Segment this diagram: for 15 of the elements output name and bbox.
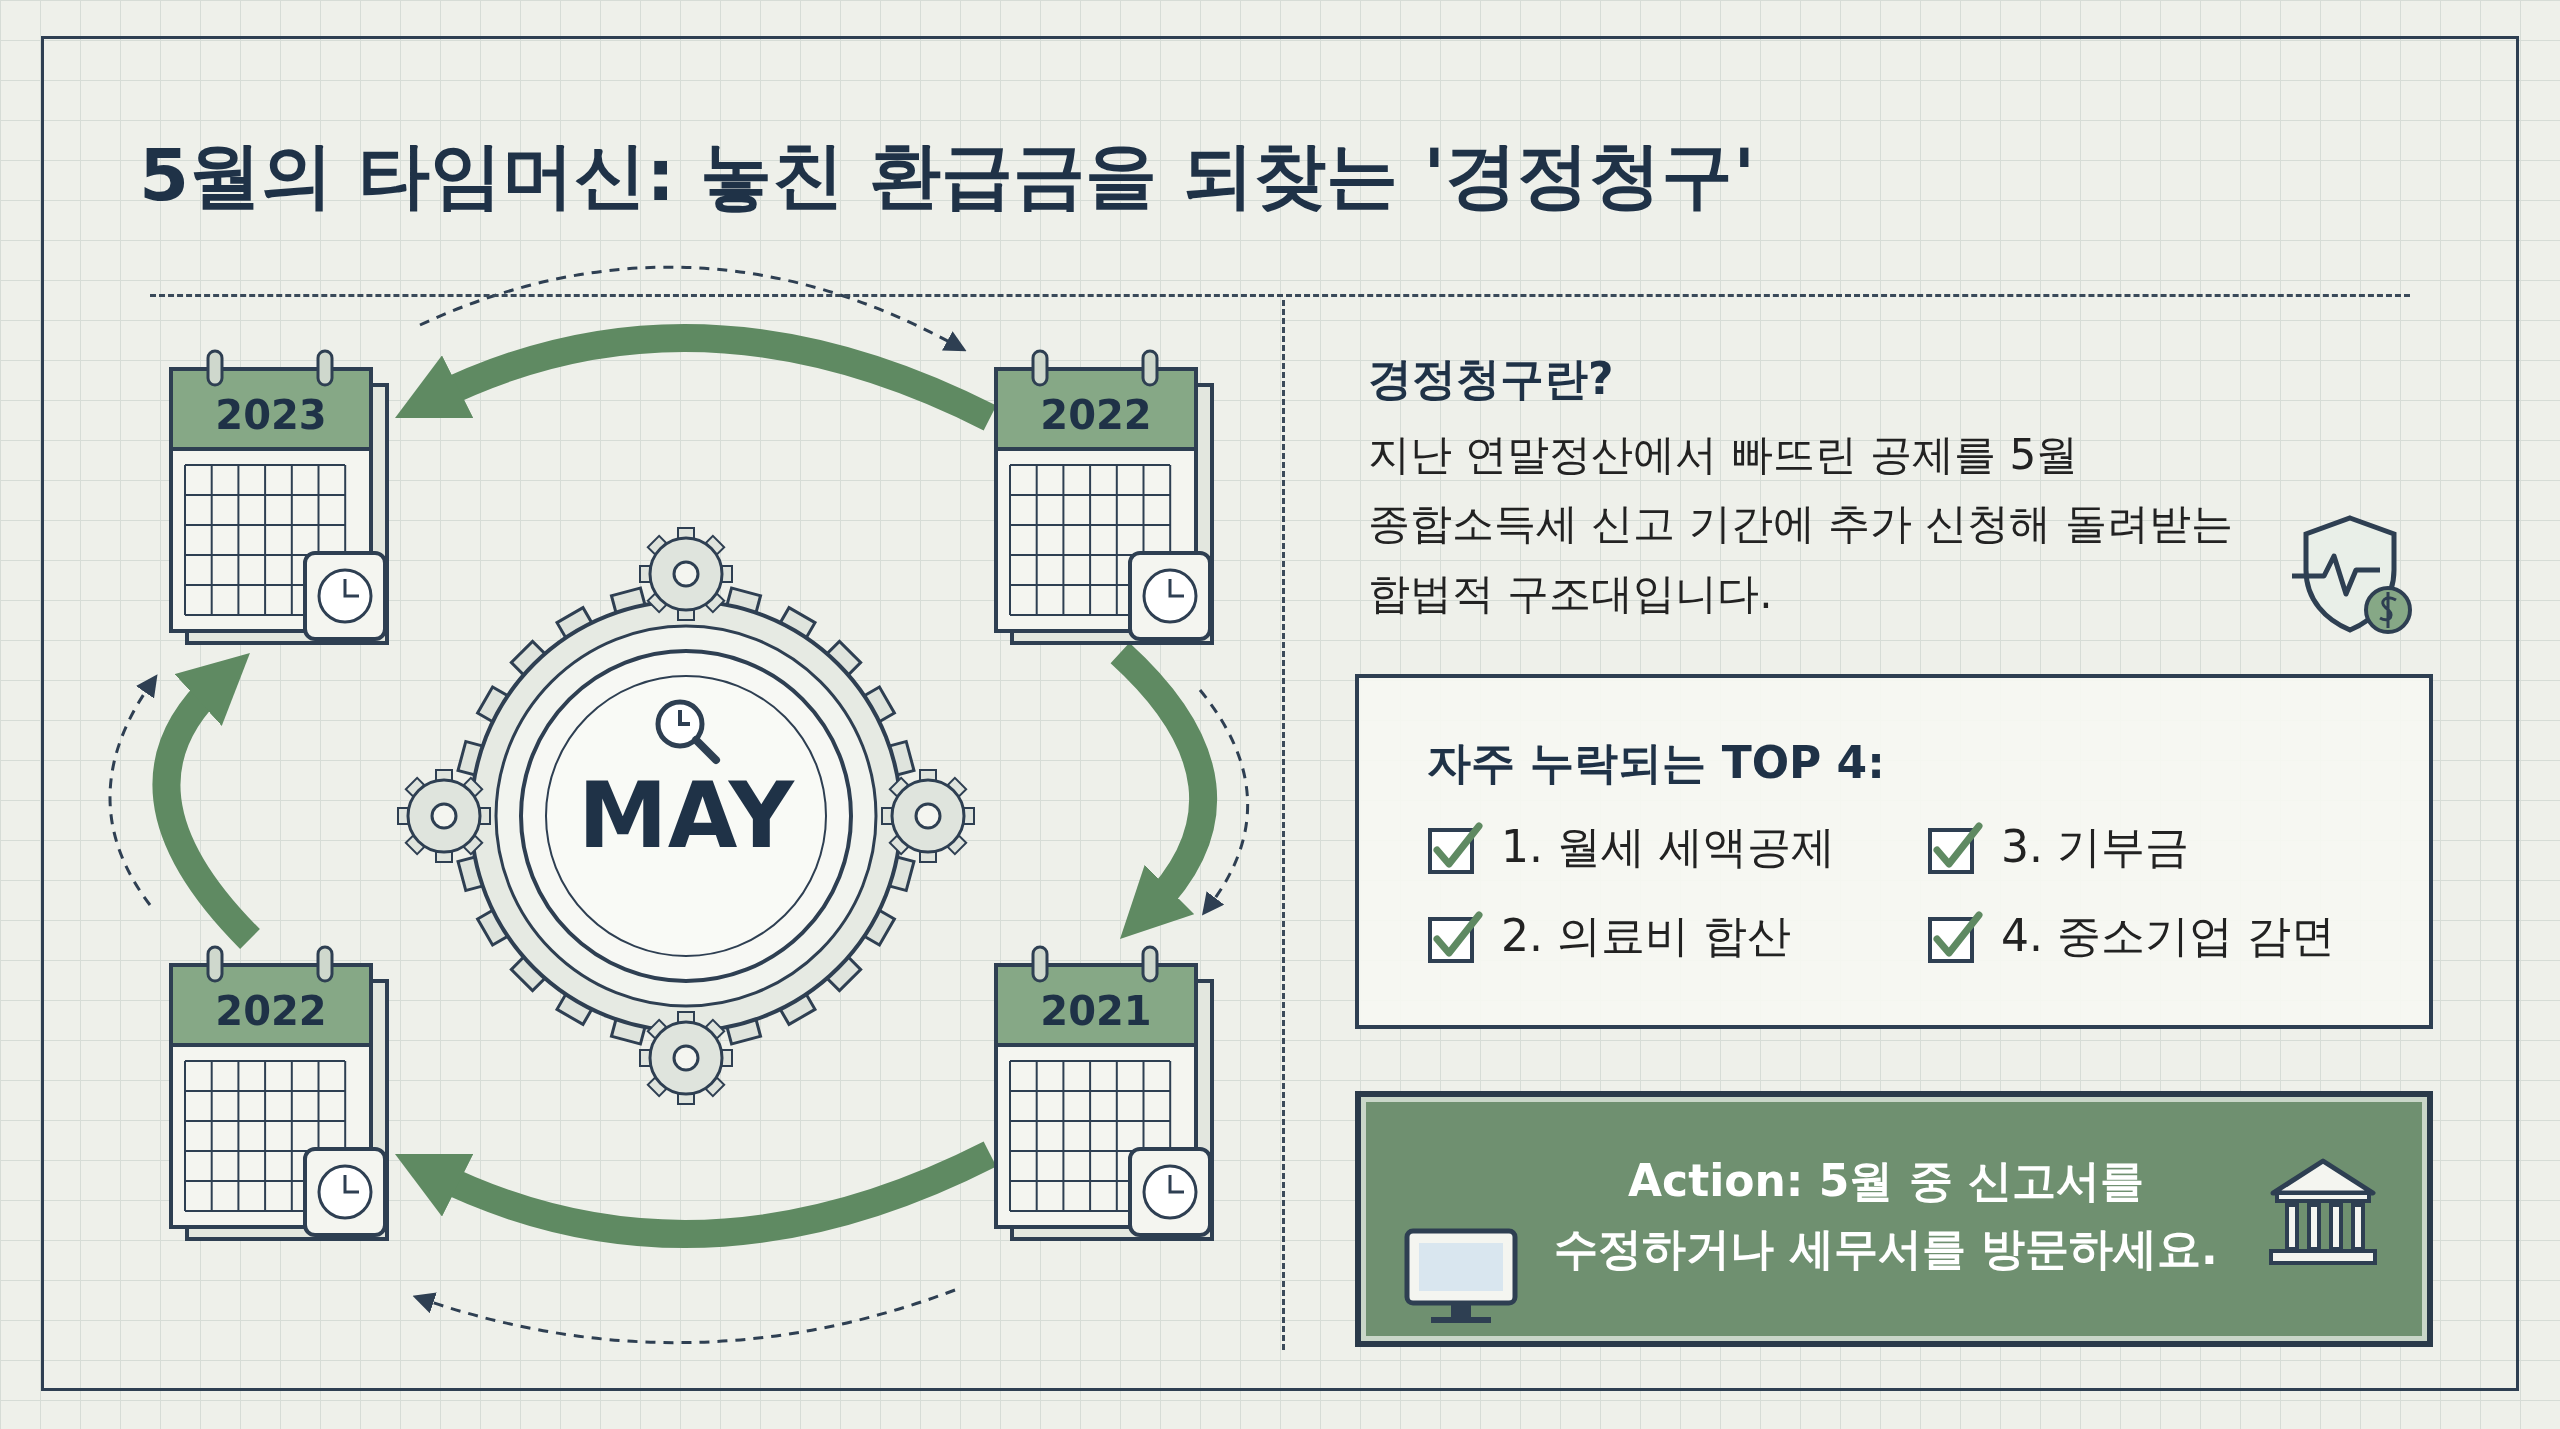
action-banner (1355, 1091, 2433, 1347)
arrow (1110, 643, 1217, 941)
section-heading: 경정청구란? (1368, 352, 1615, 406)
description-text: 지난 연말정산에서 빠뜨린 공제를 5월 종합소득세 신고 기간에 추가 신청해 돌려받는 합법적 구조대입니다. (1368, 429, 2234, 620)
checklist-box (1355, 674, 2433, 1029)
title: 5월의 타임머신: 놓친 환급금을 되찾는 '경정청구' (139, 132, 1756, 219)
arrow (152, 651, 261, 949)
checklist-item: 4. 중소기업 감면 (2001, 909, 2335, 963)
checklist-item: 1. 월세 세액공제 (1501, 820, 1835, 874)
checklist-heading: 자주 누락되는 TOP 4: (1427, 736, 1885, 790)
arrow (394, 324, 996, 431)
checklist-item: 3. 기부금 (2001, 820, 2189, 874)
action-text: Action: 5월 중 신고서를 수정하거나 세무서를 방문하세요. (1553, 1154, 2219, 1277)
arrow (394, 1141, 996, 1248)
checklist-item: 2. 의료비 합산 (1501, 909, 1791, 963)
